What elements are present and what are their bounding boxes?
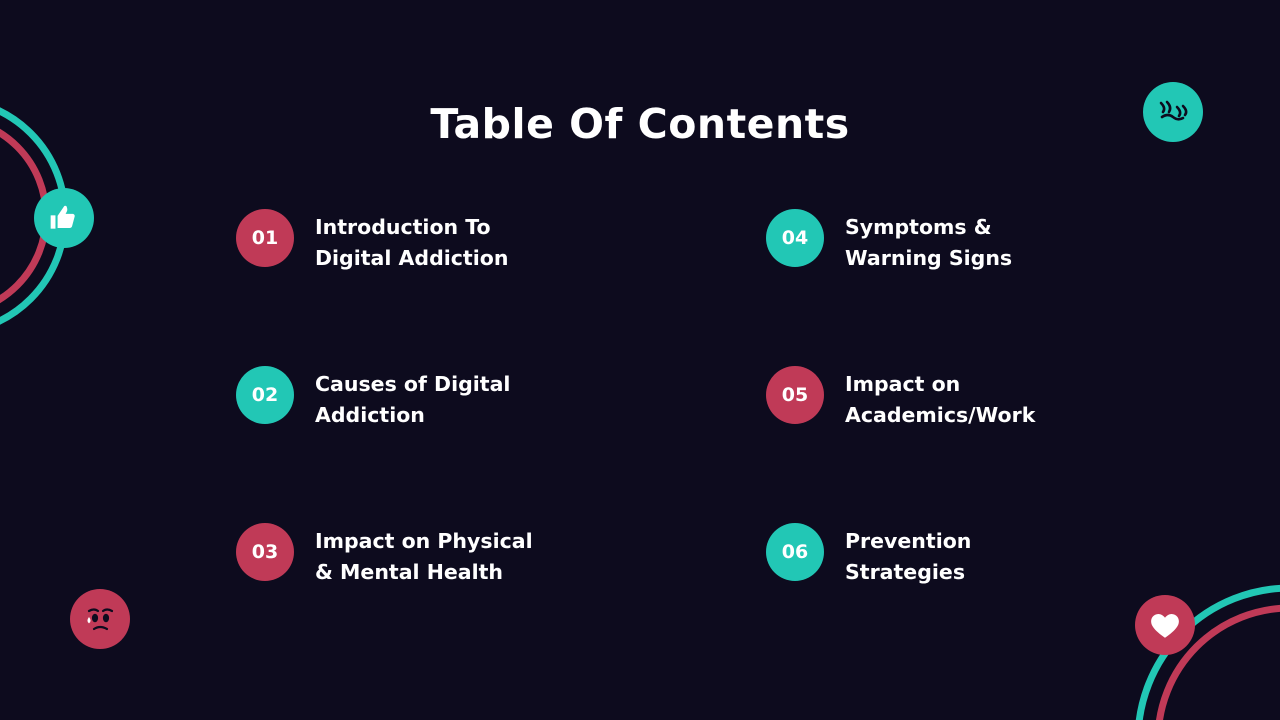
- toc-item-01[interactable]: 01 Introduction To Digital Addiction: [236, 205, 666, 274]
- toc-item-label: Symptoms & Warning Signs: [845, 215, 1013, 270]
- toc-item-label: Impact on Academics/Work: [845, 372, 1036, 427]
- toc-number-badge: 01: [236, 209, 294, 267]
- toc-item-06[interactable]: 06 Prevention Strategies: [766, 519, 1196, 588]
- toc-item-03[interactable]: 03 Impact on Physical & Mental Health: [236, 519, 666, 588]
- toc-number-badge: 02: [236, 366, 294, 424]
- toc-item-04[interactable]: 04 Symptoms & Warning Signs: [766, 205, 1196, 274]
- toc-item-02[interactable]: 02 Causes of Digital Addiction: [236, 362, 666, 431]
- toc-item-label: Introduction To Digital Addiction: [315, 215, 509, 270]
- thumbs-up-icon: [50, 205, 75, 229]
- weary-face-badge: [1143, 82, 1203, 142]
- toc-item-label: Prevention Strategies: [845, 529, 972, 584]
- toc-item-label: Impact on Physical & Mental Health: [315, 529, 533, 584]
- toc-item-label: Causes of Digital Addiction: [315, 372, 511, 427]
- toc-number-badge: 03: [236, 523, 294, 581]
- sad-face-badge: [70, 589, 130, 649]
- sad-face-icon: [87, 608, 114, 631]
- page-title: Table Of Contents: [430, 100, 850, 148]
- heart-badge: [1135, 595, 1195, 655]
- toc-item-05[interactable]: 05 Impact on Academics/Work: [766, 362, 1196, 431]
- toc-number-badge: 04: [766, 209, 824, 267]
- thumbs-up-badge: [34, 188, 94, 248]
- heart-icon: [1151, 614, 1179, 638]
- table-of-contents: 01 Introduction To Digital Addiction 04 …: [236, 205, 1136, 588]
- weary-face-icon: [1159, 100, 1188, 121]
- toc-number-badge: 06: [766, 523, 824, 581]
- toc-number-badge: 05: [766, 366, 824, 424]
